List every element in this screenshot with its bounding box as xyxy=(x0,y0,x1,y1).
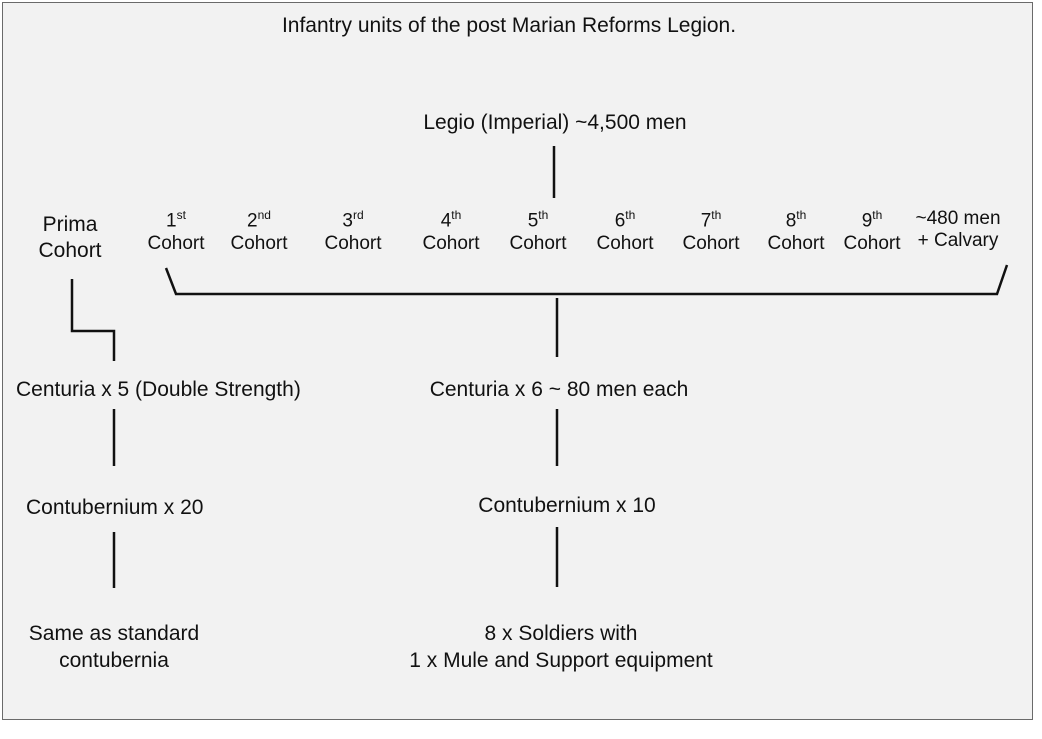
left-note-line1: Same as standard xyxy=(28,622,200,645)
cohort-label: Cohort xyxy=(324,232,382,254)
left-note-line2: contubernia xyxy=(59,649,169,673)
cohort-label: Cohort xyxy=(422,232,480,254)
cohort-number: 8th xyxy=(785,208,807,232)
right-contubernium-node: Contubernium x 10 xyxy=(478,494,656,517)
right-note-line2: 1 x Mule and Support equipment xyxy=(409,649,713,673)
left-contubernium-node: Contubernium x 20 xyxy=(26,496,204,519)
cohort-label: Cohort xyxy=(843,232,901,254)
cohort-number: 9th xyxy=(861,208,883,232)
right-note-line1: 8 x Soldiers with xyxy=(484,622,638,645)
cohort-number: 2nd xyxy=(247,208,271,232)
cohort-label: Cohort xyxy=(767,232,825,254)
cohort-number: 4th xyxy=(440,208,462,232)
cohort-label: Cohort xyxy=(596,232,654,254)
cavalry-line2: + Calvary xyxy=(917,230,999,252)
cohort-number: 6th xyxy=(614,208,636,232)
cohort-number: 7th xyxy=(700,208,722,232)
cavalry-line1: ~480 men xyxy=(915,208,1001,229)
left-note-node: Same as standard contubernia xyxy=(29,620,199,675)
cohort-label: Cohort xyxy=(682,232,740,254)
prima-line1: Prima xyxy=(42,213,98,236)
right-note-node: 8 x Soldiers with 1 x Mule and Support e… xyxy=(409,620,713,675)
cohort-label: Cohort xyxy=(230,232,288,254)
cohort-number: 3rd xyxy=(342,208,364,232)
legio-node: Legio (Imperial) ~4,500 men xyxy=(423,111,687,134)
prima-elbow xyxy=(70,279,116,361)
right-centuria-node: Centuria x 6 ~ 80 men each xyxy=(429,378,689,401)
cavalry-node: ~480 men + Calvary xyxy=(915,208,1000,253)
cohort-bracket xyxy=(164,264,1009,296)
cohort-number: 5th xyxy=(527,208,549,232)
cohort-label: Cohort xyxy=(147,232,205,254)
prima-line2: Cohort xyxy=(38,239,102,263)
left-centuria-node: Centuria x 5 (Double Strength) xyxy=(16,378,301,401)
diagram-title: Infantry units of the post Marian Reform… xyxy=(281,14,737,37)
cohort-number: 1st xyxy=(166,208,186,232)
cohort-label: Cohort xyxy=(509,232,567,254)
diagram-frame xyxy=(2,2,1033,720)
prima-cohort-node: Prima Cohort xyxy=(38,212,101,265)
